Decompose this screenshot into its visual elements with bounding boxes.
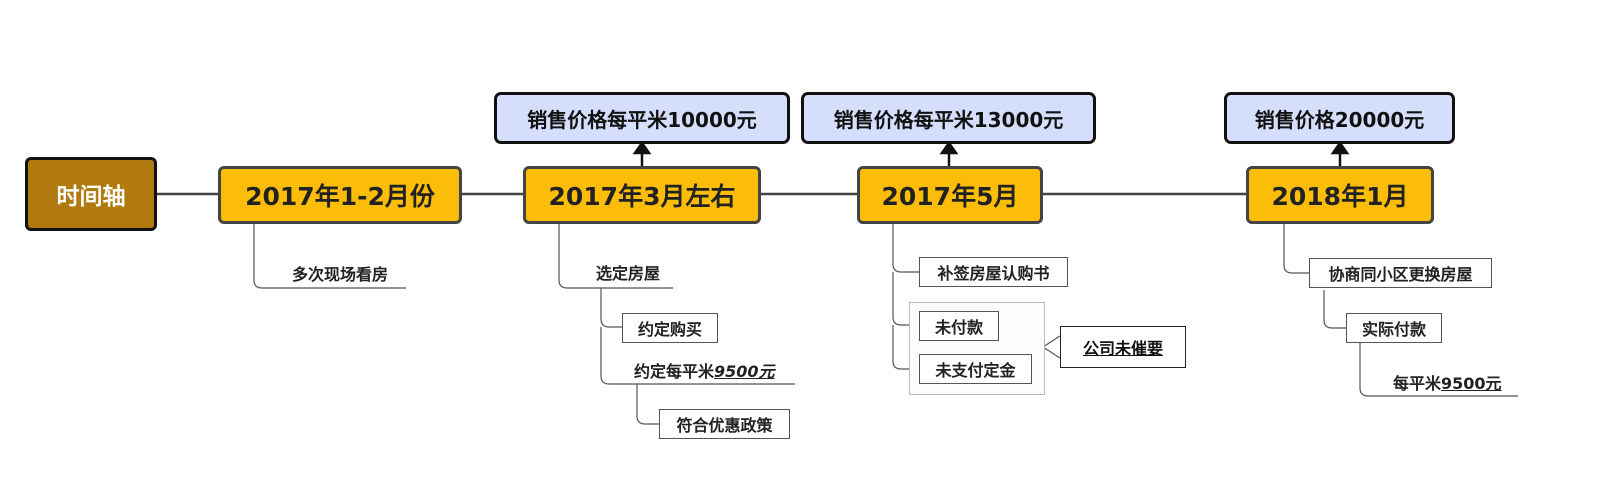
price-box-13000[interactable]: 销售价格每平米13000元 (801, 92, 1096, 144)
item-negotiate-swap-house[interactable]: 协商同小区更换房屋 (1309, 258, 1492, 288)
item-actual-payment[interactable]: 实际付款 (1346, 313, 1442, 343)
item-label-prefix: 约定每平米 (634, 362, 715, 381)
item-label: 约定购买 (637, 320, 702, 339)
item-label-value: 9500元 (1441, 374, 1502, 393)
item-label: 多次现场看房 (292, 265, 389, 284)
milestone-date: 2018年1月 (1271, 182, 1409, 211)
milestone-date: 2017年3月左右 (548, 182, 736, 211)
milestone-2018-jan[interactable]: 2018年1月 (1246, 166, 1434, 224)
item-deposit-unpaid[interactable]: 未支付定金 (919, 354, 1032, 384)
item-label: 实际付款 (1361, 320, 1426, 339)
item-label: 补签房屋认购书 (937, 264, 1050, 283)
item-meets-discount-policy[interactable]: 符合优惠政策 (659, 409, 790, 439)
callout-label: 公司未催要 (1082, 339, 1163, 358)
price-label: 销售价格20000元 (1254, 107, 1425, 132)
item-label: 未付款 (934, 318, 983, 337)
item-agreed-purchase[interactable]: 约定购买 (622, 313, 718, 343)
item-label-value: 9500元 (714, 362, 775, 381)
item-label: 符合优惠政策 (676, 416, 773, 435)
milestone-date: 2017年5月 (881, 182, 1019, 211)
milestone-2017-jan-feb[interactable]: 2017年1-2月份 (218, 166, 462, 224)
item-label-prefix: 每平米 (1393, 374, 1442, 393)
item-supplementary-subscription[interactable]: 补签房屋认购书 (919, 257, 1068, 287)
price-label: 销售价格每平米10000元 (527, 107, 757, 132)
price-box-20000[interactable]: 销售价格20000元 (1224, 92, 1455, 144)
timeline-root[interactable]: 时间轴 (25, 157, 157, 231)
item-label: 协商同小区更换房屋 (1328, 265, 1473, 284)
price-label: 销售价格每平米13000元 (833, 107, 1064, 132)
price-box-10000[interactable]: 销售价格每平米10000元 (494, 92, 790, 144)
milestone-2017-may[interactable]: 2017年5月 (857, 166, 1043, 224)
timeline-root-label: 时间轴 (56, 184, 126, 210)
callout-company-no-reminder[interactable]: 公司未催要 (1060, 326, 1186, 368)
milestone-2017-mar[interactable]: 2017年3月左右 (523, 166, 761, 224)
item-label: 未支付定金 (935, 361, 1016, 380)
item-house-selected[interactable]: 选定房屋 (596, 257, 686, 287)
item-label: 选定房屋 (596, 264, 661, 283)
item-multiple-viewings[interactable]: 多次现场看房 (292, 258, 412, 288)
item-unpaid[interactable]: 未付款 (919, 311, 999, 341)
milestone-date: 2017年1-2月份 (245, 182, 435, 211)
